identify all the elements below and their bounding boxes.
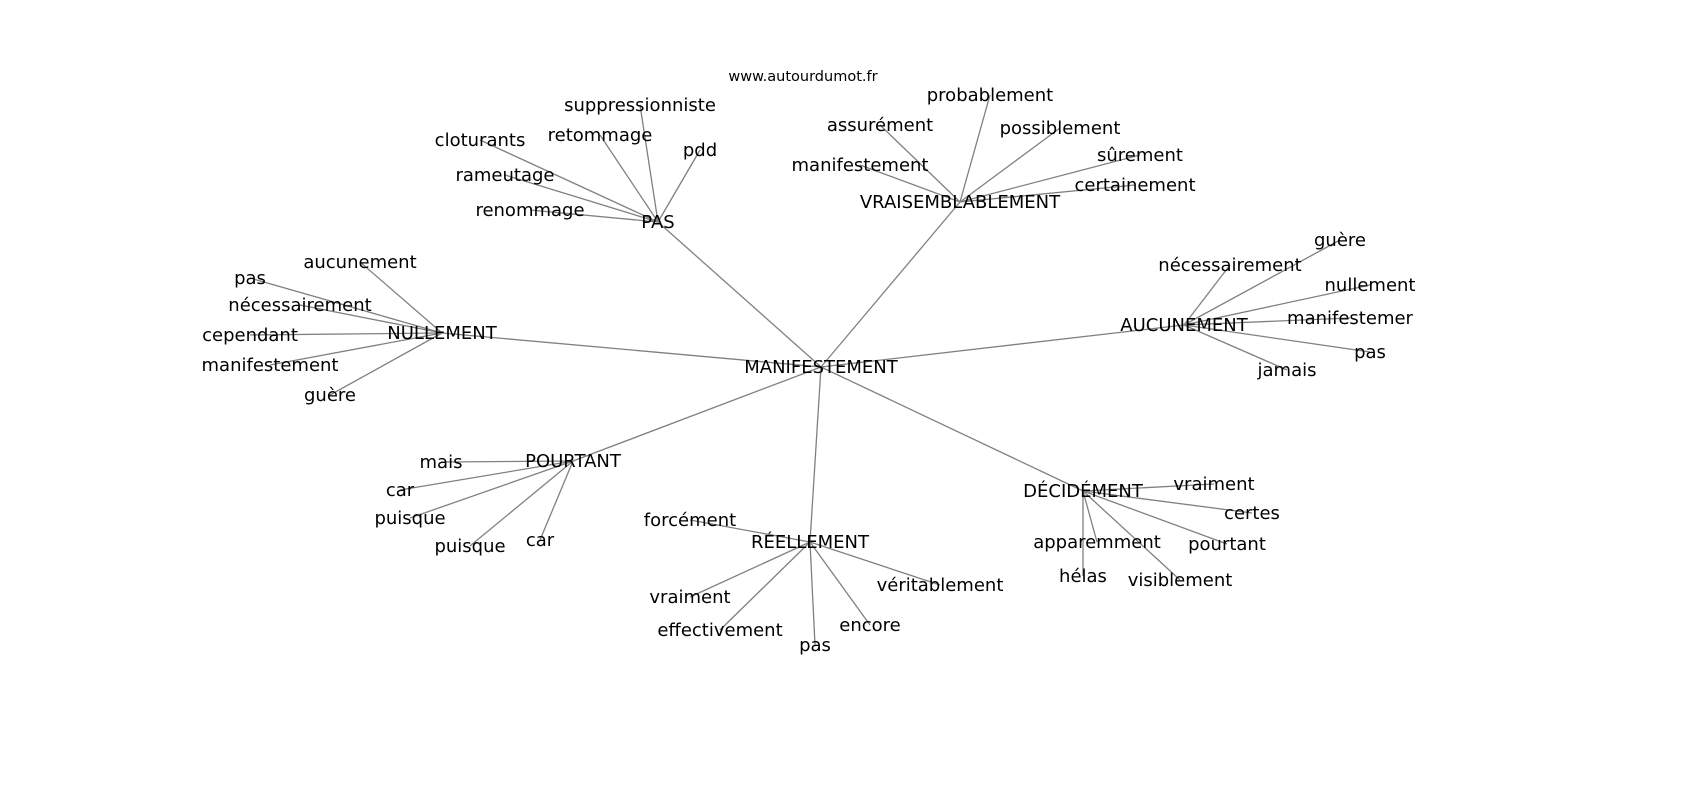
edge-hub-leaf [689, 519, 811, 543]
node-labels: MANIFESTEMENT PAS suppressionniste cloturan… [202, 85, 1416, 656]
hub-node-label: RÉELLEMENT [751, 531, 870, 553]
leaf-node-label: pas [234, 268, 266, 289]
edge-hub-leaf [959, 127, 1061, 203]
edge-hub-leaf [359, 261, 443, 334]
edge-root-hub [820, 201, 961, 368]
leaf-node-label: guère [1314, 230, 1366, 251]
leaf-node-label: manifestement [792, 155, 929, 176]
leaf-node-label: suppressionniste [564, 95, 716, 116]
leaf-node-label: véritablement [877, 575, 1004, 596]
leaf-node-label: nécessairement [228, 295, 371, 316]
edge-hub-leaf [269, 332, 443, 366]
edge-hub-leaf [299, 304, 443, 334]
edge-hub-leaf [1082, 483, 1215, 492]
edge-hub-leaf [859, 164, 961, 203]
leaf-node-label: visiblement [1128, 570, 1233, 591]
hub-node-label: VRAISEMBLABLEMENT [860, 192, 1061, 213]
leaf-node-label: vraiment [1173, 474, 1254, 495]
leaf-node-label: nécessairement [1158, 255, 1301, 276]
hub-node-label: AUCUNEMENT [1120, 315, 1248, 336]
leaf-node-label: rameutage [455, 165, 554, 186]
graph-title: www.autourdumot.fr [728, 69, 877, 85]
leaf-node-label: puisque [434, 536, 505, 557]
leaf-node-label: certes [1224, 503, 1280, 524]
edges [249, 94, 1371, 646]
leaf-node-label: cependant [202, 325, 298, 346]
root-node-label: MANIFESTEMENT [744, 357, 899, 378]
hub-node-label: POURTANT [525, 451, 622, 472]
edge-hub-leaf [1082, 490, 1098, 543]
edge-root-hub [820, 324, 1185, 368]
edge-hub-leaf [1183, 284, 1371, 326]
edge-hub-leaf [959, 184, 1136, 203]
leaf-node-label: probablement [927, 85, 1053, 106]
edge-root-hub [820, 366, 1084, 492]
leaf-node-label: aucunement [303, 252, 416, 273]
leaf-node-label: manifestemer [1287, 308, 1414, 329]
edge-root-hub [441, 332, 822, 368]
leaf-node-label: pourtant [1188, 534, 1266, 555]
edge-hub-leaf [1082, 490, 1181, 581]
leaf-node-label: jamais [1257, 360, 1317, 381]
leaf-node-label: certainement [1074, 175, 1195, 196]
leaf-node-label: encore [839, 615, 900, 636]
leaf-node-label: nullement [1325, 275, 1416, 296]
leaf-node-label: assurément [827, 115, 933, 136]
leaf-node-label: car [526, 530, 555, 551]
edge-hub-leaf [504, 174, 659, 223]
edge-hub-leaf [249, 277, 443, 334]
edge-hub-leaf [1183, 264, 1231, 326]
leaf-node-label: cloturants [435, 130, 526, 151]
hub-node-label: PAS [641, 212, 674, 233]
leaf-node-label: manifestement [202, 355, 339, 376]
leaf-node-label: possiblement [1000, 118, 1121, 139]
edge-hub-leaf [440, 460, 574, 463]
edge-hub-leaf [1082, 490, 1253, 514]
edge-hub-leaf [329, 332, 443, 396]
edge-root-hub [809, 366, 822, 543]
edge-hub-leaf [529, 209, 659, 223]
leaf-node-label: guère [304, 385, 356, 406]
hub-node-label: DÉCIDÉMENT [1023, 480, 1144, 502]
edge-hub-leaf [599, 134, 659, 223]
edge-hub-leaf [809, 541, 941, 586]
edge-hub-leaf [719, 541, 811, 631]
leaf-node-label: forcément [644, 510, 736, 531]
edge-hub-leaf [657, 149, 701, 223]
leaf-node-label: puisque [374, 508, 445, 529]
hub-node-label: NULLEMENT [387, 323, 497, 344]
leaf-node-label: pas [1354, 342, 1386, 363]
edge-hub-leaf [959, 94, 991, 203]
edge-root-hub [572, 366, 822, 462]
edge-hub-leaf [1082, 490, 1228, 545]
edge-hub-leaf [879, 124, 961, 203]
edge-hub-leaf [399, 460, 574, 491]
edge-hub-leaf [539, 460, 574, 541]
leaf-node-label: renommage [475, 200, 584, 221]
edge-hub-leaf [809, 541, 871, 626]
edge-hub-leaf [1183, 239, 1341, 326]
edge-hub-leaf [1183, 324, 1288, 371]
edge-hub-leaf [639, 104, 659, 223]
edge-hub-leaf [469, 460, 574, 547]
leaf-node-label: sûrement [1097, 145, 1183, 166]
leaf-node-label: pas [799, 635, 831, 656]
edge-hub-leaf [1183, 324, 1371, 353]
edge-hub-leaf [809, 541, 816, 646]
leaf-node-label: car [386, 480, 415, 501]
edge-hub-leaf [479, 139, 659, 223]
leaf-node-label: mais [420, 452, 463, 473]
edge-hub-leaf [249, 332, 443, 336]
leaf-node-label: vraiment [649, 587, 730, 608]
leaf-node-label: effectivement [657, 620, 782, 641]
edge-hub-leaf [409, 460, 574, 519]
edge-root-hub [657, 221, 822, 368]
edge-hub-leaf [689, 541, 811, 598]
leaf-node-label: hélas [1059, 566, 1107, 587]
leaf-node-label: retommage [548, 125, 653, 146]
leaf-node-label: pdd [683, 140, 717, 161]
edge-hub-leaf [1183, 317, 1351, 326]
edge-hub-leaf [959, 154, 1141, 203]
leaf-node-label: apparemment [1033, 532, 1161, 553]
